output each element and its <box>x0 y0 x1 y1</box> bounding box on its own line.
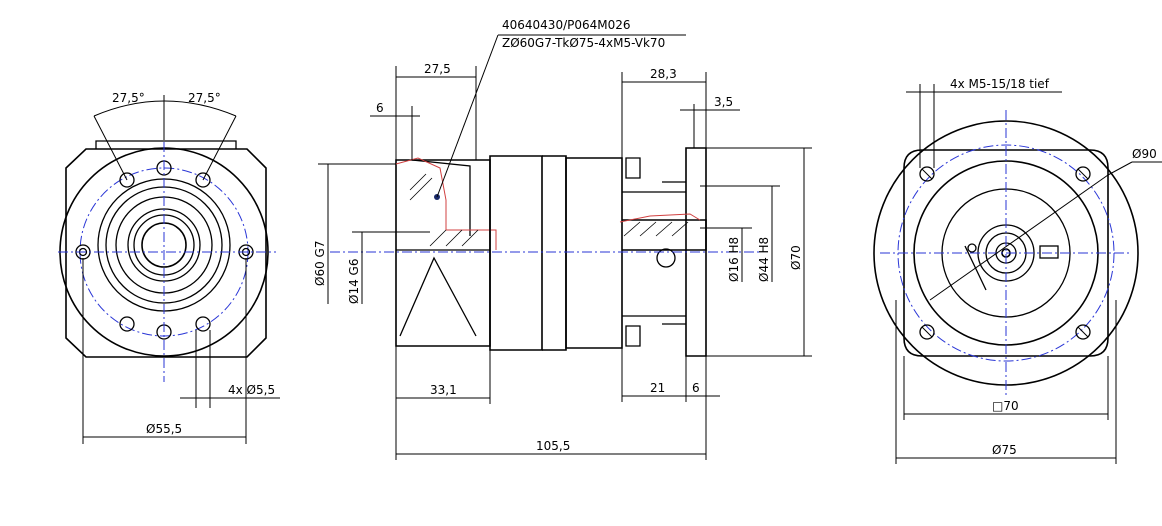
angle-left-label: 27,5° <box>112 91 145 105</box>
tapped-holes <box>919 166 1091 340</box>
front-view: 27,5° 27,5° 4x Ø5,5 Ø55,5 <box>58 91 280 444</box>
hole-note-label: 4x Ø5,5 <box>228 383 275 397</box>
dim-6-bottom-label: 6 <box>692 381 700 395</box>
dim-3-5-label: 3,5 <box>714 95 733 109</box>
dim-27-5-label: 27,5 <box>424 62 451 76</box>
thread-note-label: 4x M5-15/18 tief <box>950 77 1050 91</box>
rear-view: 4x M5-15/18 tief Ø90 □70 Ø75 <box>873 77 1162 464</box>
square-70-label: □70 <box>992 399 1019 413</box>
dia-90-label: Ø90 <box>1132 147 1157 161</box>
dim-70-label: Ø70 <box>789 245 803 270</box>
dim-14-g6-label: Ø14 G6 <box>347 259 361 304</box>
dim-6-top-label: 6 <box>376 101 384 115</box>
dim-28-3-label: 28,3 <box>650 67 677 81</box>
dim-16-h8-label: Ø16 H8 <box>727 237 741 282</box>
part-number-label: 40640430/P064M026 <box>502 18 631 32</box>
side-view: 40640430/P064M026 ZØ60G7-TkØ75-4xM5-Vk70… <box>313 18 812 460</box>
bolt-circle-label: Ø55,5 <box>146 422 182 436</box>
dim-60-g7-label: Ø60 G7 <box>313 241 327 286</box>
dim-33-1-label: 33,1 <box>430 383 457 397</box>
dim-21-label: 21 <box>650 381 665 395</box>
dia-75-label: Ø75 <box>992 443 1017 457</box>
part-spec-label: ZØ60G7-TkØ75-4xM5-Vk70 <box>502 36 665 50</box>
dim-44-h8-label: Ø44 H8 <box>757 237 771 282</box>
dim-105-5-label: 105,5 <box>536 439 570 453</box>
angle-right-label: 27,5° <box>188 91 221 105</box>
